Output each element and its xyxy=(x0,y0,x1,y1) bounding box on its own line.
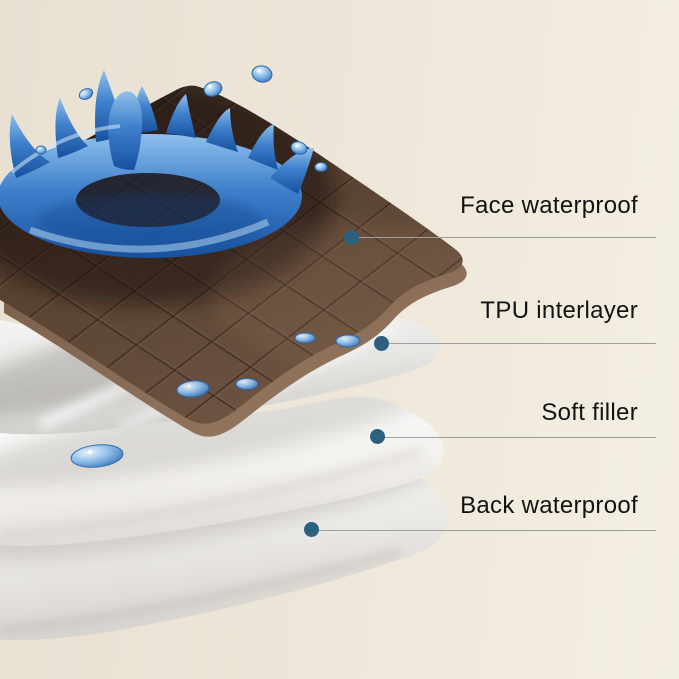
label-tpu-interlayer: TPU interlayer xyxy=(480,297,638,324)
water-splash xyxy=(0,70,314,258)
water-droplets-layers xyxy=(70,332,361,468)
leader-dot-back xyxy=(304,522,319,537)
leader-line-tpu xyxy=(381,343,656,344)
leader-line-soft xyxy=(377,437,656,438)
leader-line-back xyxy=(311,530,656,531)
leader-dot-soft xyxy=(370,429,385,444)
leader-dot-face xyxy=(344,230,359,245)
leader-line-face xyxy=(351,237,656,238)
water-droplets-air xyxy=(35,65,328,172)
label-face-waterproof: Face waterproof xyxy=(460,192,638,219)
label-soft-filler: Soft filler xyxy=(541,399,638,426)
splash-crown xyxy=(9,70,314,194)
label-back-waterproof: Back waterproof xyxy=(460,492,638,519)
leader-dot-tpu xyxy=(374,336,389,351)
